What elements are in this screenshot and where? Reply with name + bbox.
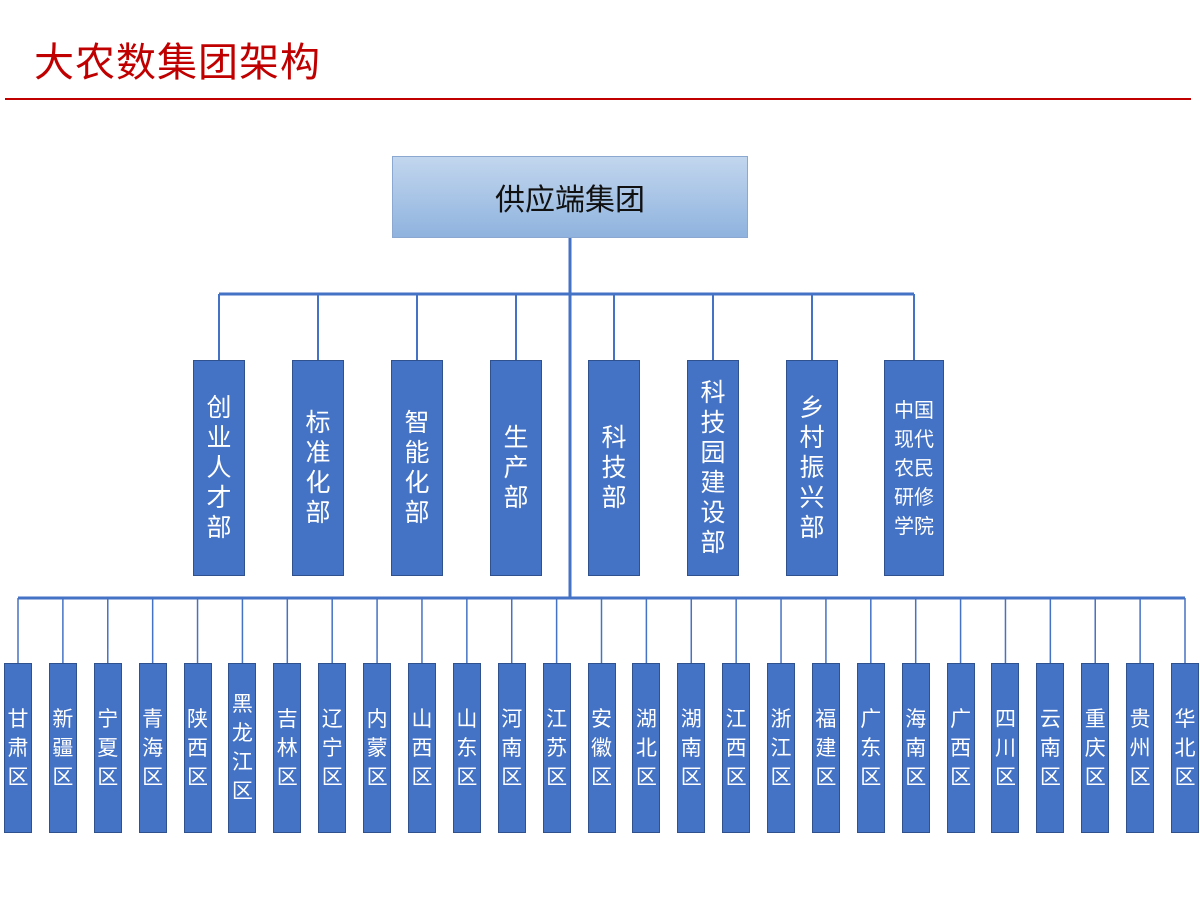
department-node: 科技部	[588, 360, 640, 576]
region-label: 广西区	[950, 706, 972, 789]
department-label: 乡村振兴部	[799, 393, 825, 542]
department-node: 乡村振兴部	[786, 360, 838, 576]
region-node: 重庆区	[1081, 663, 1110, 833]
region-label: 重庆区	[1084, 706, 1106, 789]
department-node: 标准化部	[292, 360, 344, 576]
department-node: 生产部	[490, 360, 542, 576]
page-title: 大农数集团架构	[34, 40, 321, 86]
region-label: 黑龙江区	[231, 692, 253, 803]
region-node: 安徽区	[587, 663, 616, 833]
title-divider	[5, 98, 1191, 100]
region-label: 海南区	[905, 706, 927, 789]
department-label: 科技园建设部	[700, 378, 726, 557]
region-label: 湖南区	[680, 706, 702, 789]
region-node: 河南区	[497, 663, 526, 833]
region-label: 山西区	[411, 706, 433, 789]
region-label: 江西区	[725, 706, 747, 789]
region-node: 甘肃区	[4, 663, 32, 833]
department-label: 科技部	[601, 423, 627, 512]
region-node: 浙江区	[767, 663, 796, 833]
region-label: 内蒙区	[366, 706, 388, 789]
root-node: 供应端集团	[392, 156, 748, 238]
region-label: 广东区	[860, 706, 882, 789]
region-label: 宁夏区	[97, 706, 119, 789]
region-node: 陕西区	[183, 663, 212, 833]
department-label: 中国现代农民研修学院	[894, 397, 934, 538]
region-label: 甘肃区	[7, 706, 29, 789]
region-label: 安徽区	[591, 706, 612, 789]
department-node: 创业人才部	[193, 360, 245, 576]
region-label: 浙江区	[770, 706, 792, 789]
region-node: 湖北区	[632, 663, 661, 833]
region-node: 内蒙区	[363, 663, 392, 833]
region-node: 贵州区	[1126, 663, 1155, 833]
region-label: 四川区	[994, 706, 1016, 789]
region-label: 辽宁区	[321, 706, 343, 789]
region-node: 海南区	[901, 663, 930, 833]
region-node: 广西区	[946, 663, 975, 833]
region-node: 江苏区	[542, 663, 571, 833]
region-node: 辽宁区	[318, 663, 347, 833]
region-label: 河南区	[501, 706, 523, 789]
region-node: 山西区	[407, 663, 436, 833]
region-label: 山东区	[456, 706, 478, 789]
region-label: 福建区	[815, 706, 837, 789]
region-label: 华北区	[1174, 706, 1196, 789]
region-label: 湖北区	[635, 706, 657, 789]
department-node: 科技园建设部	[687, 360, 739, 576]
department-node: 中国现代农民研修学院	[884, 360, 944, 576]
department-label: 标准化部	[305, 408, 331, 527]
region-node: 吉林区	[273, 663, 302, 833]
region-node: 黑龙江区	[228, 663, 257, 833]
region-label: 贵州区	[1129, 706, 1151, 789]
region-label: 云南区	[1039, 706, 1061, 789]
region-node: 青海区	[138, 663, 167, 833]
region-node: 四川区	[991, 663, 1020, 833]
root-node-label: 供应端集团	[495, 183, 645, 218]
region-node: 湖南区	[677, 663, 706, 833]
region-label: 吉林区	[276, 706, 298, 789]
region-label: 青海区	[142, 706, 164, 789]
region-node: 云南区	[1036, 663, 1065, 833]
region-node: 华北区	[1171, 663, 1199, 833]
region-node: 福建区	[811, 663, 840, 833]
region-node: 宁夏区	[93, 663, 122, 833]
department-label: 智能化部	[404, 408, 430, 527]
department-node: 智能化部	[391, 360, 443, 576]
region-label: 陕西区	[187, 706, 209, 789]
region-label: 江苏区	[546, 706, 568, 789]
department-label: 创业人才部	[206, 393, 232, 542]
region-node: 广东区	[856, 663, 885, 833]
region-node: 江西区	[722, 663, 751, 833]
region-label: 新疆区	[52, 706, 74, 789]
region-node: 新疆区	[48, 663, 77, 833]
department-label: 生产部	[503, 423, 529, 512]
region-node: 山东区	[452, 663, 481, 833]
